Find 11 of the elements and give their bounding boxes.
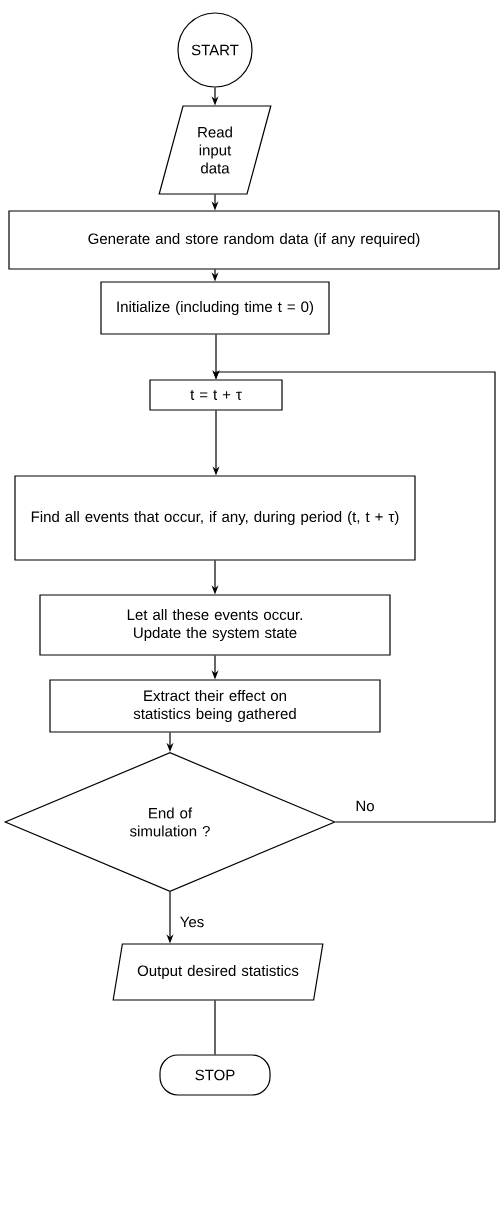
process-box: Initialize (including time t = 0)	[100, 281, 330, 335]
terminal-box: STOP	[159, 1054, 271, 1096]
edge-label: No	[354, 799, 376, 813]
process-box: Find all events that occur, if any, during period (t, t + τ)	[14, 475, 416, 561]
process-box: Extract their effect on statistics being gathered	[49, 679, 381, 733]
io-parallelogram: Read input data	[158, 105, 272, 195]
process-box: Generate and store random data (if any required)	[8, 210, 500, 270]
edge-label: Yes	[178, 915, 206, 929]
io-parallelogram: Output desired statistics	[112, 943, 324, 1001]
process-box: Let all these events occur. Update the system state	[39, 594, 391, 656]
process-box: t = t + τ	[149, 379, 283, 411]
